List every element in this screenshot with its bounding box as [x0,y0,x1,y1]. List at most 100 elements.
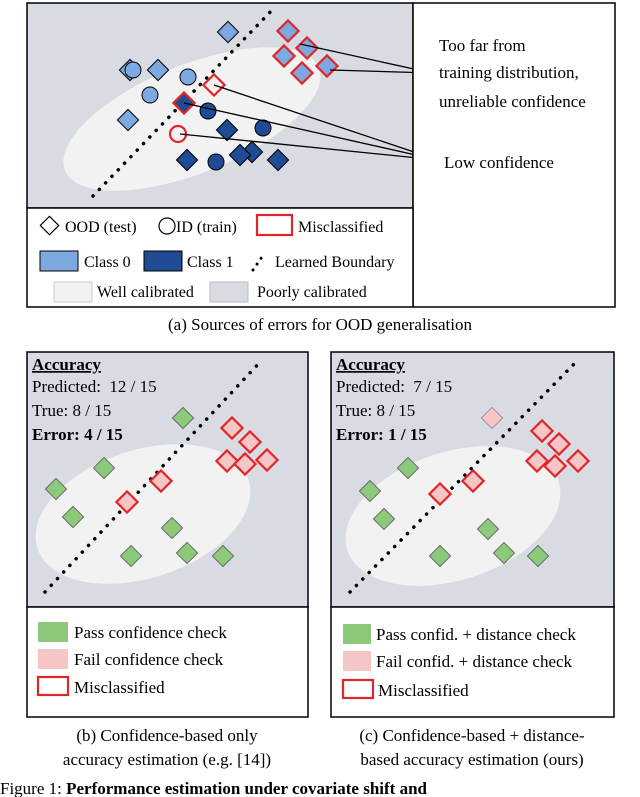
panel-b-accuracy-title: Accuracy [32,355,101,374]
legend-misclassified-label: Misclassified [298,219,383,236]
panel-c-legend-misclassified-icon [341,678,375,700]
panel-b-legend-misclassified-icon [36,675,70,697]
ood-misclassified-cluster-point [294,35,320,61]
annotation-far-line-1: Too far from [439,36,526,55]
panel-c-accuracy-title: Accuracy [336,355,405,374]
misclassified-point [237,429,263,455]
legend-class0-label: Class 0 [84,254,131,271]
panel-a-annotation-box [412,2,616,308]
legend-id-icon [158,217,176,235]
panel-a-legend: OOD (test) ID (train) Misclassified Clas… [39,213,395,303]
arrow-low-2 [213,84,439,161]
misclassified-point [254,447,280,473]
panel-c-predicted: Predicted: 7 / 15 [336,377,452,396]
panel-b-legend-pass-label: Pass confidence check [74,623,227,642]
panel-c-legend-box [330,606,615,718]
panel-b-legend-fail-label: Fail confidence check [74,650,224,669]
panel-c-legend-misclassified-label: Misclassified [378,681,469,700]
legend-class1-label: Class 1 [187,254,234,271]
ood-class1-point [228,143,252,167]
pass-point [492,541,516,565]
legend-poorly-label: Poorly calibrated [257,284,367,301]
ood-misclassified-cluster-point [271,43,297,69]
misclassified-point [565,448,591,474]
pass-point [160,516,184,540]
pass-point [396,456,420,480]
annotation-far-line-2: training distribution, [439,63,579,82]
figure-caption-bold: Performance estimation under covariate s… [66,779,427,797]
arrow-low-3 [179,133,439,164]
id-class0-point [141,86,159,104]
panel-b-learned-boundary [43,358,264,594]
panel-c-legend-fail-icon [343,651,371,671]
legend-boundary-label: Learned Boundary [275,254,395,271]
misclassified-point [546,431,572,457]
panel-b-predicted: Predicted: 12 / 15 [32,377,157,396]
arrow-far-1 [299,43,433,75]
legend-class0-icon [39,250,79,272]
panel-b-caption-line-2: accuracy estimation (e.g. [14]) [63,750,271,769]
figure-caption: Figure 1: Performance estimation under c… [0,779,428,797]
panel-a-points [116,18,340,172]
misclassified-point [219,415,245,441]
ood-class1-point [175,148,199,172]
pass-point [526,544,550,568]
panel-a-caption: (a) Sources of errors for OOD generalisa… [168,315,472,334]
ood-class1-point [266,148,290,172]
annotation-low-confidence: Low confidence [444,153,554,172]
pass-point [61,505,85,529]
ood-misclassified-point [201,72,227,98]
pass-point [372,507,396,531]
id-class1-point [254,119,272,137]
panel-c: Accuracy Predicted: 7 / 15 True: 8 / 15 … [330,351,615,769]
panel-b-points [44,406,280,568]
legend-well-icon [53,281,93,303]
legend-well-label: Well calibrated [97,284,194,301]
ood-misclassified-cluster-point [289,60,315,86]
pass-point [119,544,143,568]
legend-misclassified-icon [255,213,294,237]
legend-class1-icon [143,250,183,272]
panel-b-well-calibrated-region [35,444,251,584]
panel-b-legend-fail-icon [38,649,68,669]
panel-c-learned-boundary [348,358,580,594]
fail-point [480,406,504,430]
misclassified-point [524,448,550,474]
legend-id-label: ID (train) [176,219,237,236]
panel-b-legend-pass-icon [38,622,68,642]
id-class1-point [207,153,225,171]
ood-misclassified-cluster-point [314,53,340,79]
pass-point [358,479,382,503]
panel-c-legend-fail-label: Fail confid. + distance check [376,652,573,671]
pass-point [175,541,199,565]
id-class0-point [179,68,197,86]
misclassified-point [114,489,140,515]
panel-b-true: True: 8 / 15 [32,401,111,420]
panel-c-legend-pass-label: Pass confid. + distance check [376,625,576,644]
ood-class1-point [215,118,239,142]
panel-c-true: True: 8 / 15 [336,401,415,420]
panel-c-error: Error: 1 / 15 [336,425,427,444]
legend-ood-icon [39,215,60,236]
panel-b-legend-box [26,606,309,718]
pass-point [211,544,235,568]
pass-point [476,517,500,541]
panel-c-caption-line-1: (c) Confidence-based + distance- [359,726,585,745]
id-class1-point [199,102,217,120]
legend-ood-label: OOD (test) [65,219,137,236]
arrow-low-1 [183,102,439,162]
panel-a-well-calibrated-region [63,47,321,191]
misclassified-point [214,448,240,474]
figure-caption-prefix: Figure 1: [0,779,66,797]
panel-a: Too far from training distribution, unre… [26,2,616,334]
panel-a-arrows [179,43,439,164]
panel-b: Accuracy Predicted: 12 / 15 True: 8 / 15… [26,351,309,769]
pass-point [92,456,116,480]
id-class0-point [124,61,142,79]
panel-c-points [358,406,591,568]
panel-c-legend-pass-icon [343,624,371,644]
pass-point [171,406,195,430]
misclassified-point [542,453,568,479]
annotation-far-line-3: unreliable confidence [439,92,586,111]
